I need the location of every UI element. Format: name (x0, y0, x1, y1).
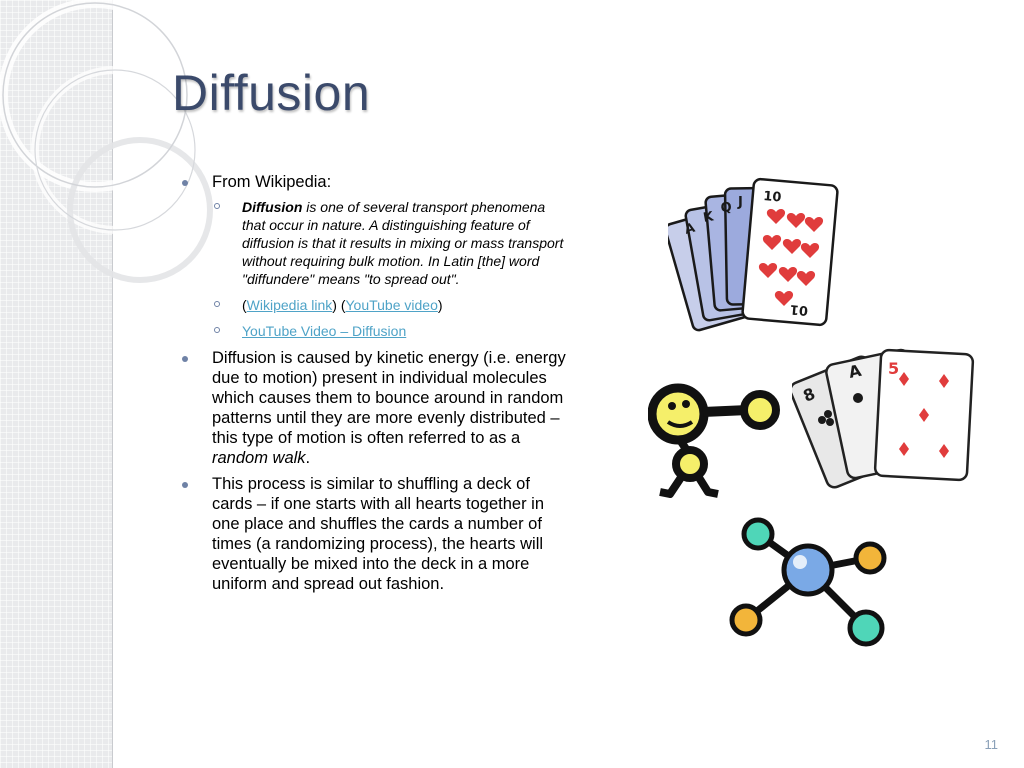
scattered-cards-clipart: 8 A 5 (792, 348, 975, 489)
slide-content: From Wikipedia: Diffusion is one of seve… (180, 172, 568, 600)
youtube-diffusion-link[interactable]: YouTube Video – Diffusion (242, 323, 407, 339)
sub-bullet-definition: Diffusion is one of several transport ph… (180, 198, 568, 288)
fan-label-10: 10 (763, 189, 782, 206)
sub-bullet-youtube-diffusion: YouTube Video – Diffusion (180, 322, 568, 340)
playing-cards-fan-clipart: A K Q J 10 01 (668, 177, 839, 332)
fan-label-a: A (683, 221, 697, 238)
diamond-pips (899, 372, 949, 458)
bullet-shuffling-cards: This process is similar to shuffling a d… (180, 474, 568, 594)
fan-label-q: Q (720, 200, 732, 216)
heart-pips (758, 209, 824, 306)
bullet-from-wikipedia: From Wikipedia: (180, 172, 568, 192)
side-panel (0, 0, 113, 768)
bullet-ring-icon (214, 327, 220, 333)
wikipedia-link[interactable]: Wikipedia link (246, 297, 333, 313)
bullet-dot-icon (182, 356, 188, 362)
fan-label-k: K (702, 209, 715, 226)
bullet-ring-icon (214, 301, 220, 307)
page-number: 11 (984, 737, 999, 752)
card-5-label: 5 (888, 359, 899, 378)
club-pips (818, 393, 863, 426)
definition-term: Diffusion (242, 199, 303, 215)
slide-title: Diffusion (172, 65, 371, 121)
stick-figure-clipart (648, 383, 780, 498)
fan-label-j: J (737, 195, 743, 210)
bullet-dot-icon (182, 180, 188, 186)
youtube-video-link[interactable]: YouTube video (345, 297, 438, 313)
fan-label-bottom: 01 (789, 301, 808, 318)
definition-text: is one of several transport phenomena th… (242, 199, 564, 287)
card-ace-label: A (847, 361, 864, 382)
bullet-dot-icon (182, 482, 188, 488)
bullet-ring-icon (214, 203, 220, 209)
bullet-kinetic-energy: Diffusion is caused by kinetic energy (i… (180, 348, 568, 468)
molecule-clipart (729, 517, 887, 647)
sub-bullet-links: (Wikipedia link) (YouTube video) (180, 296, 568, 314)
